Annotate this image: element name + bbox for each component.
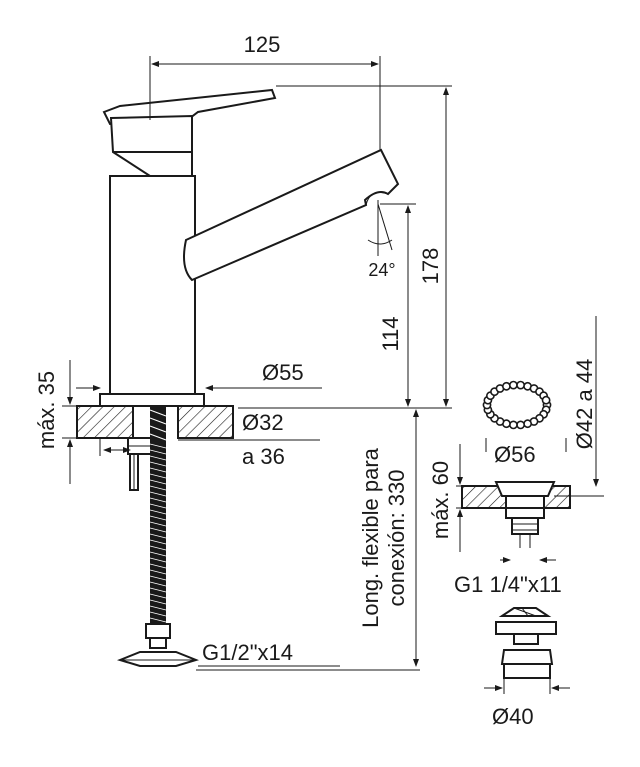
label-diam-55: Ø55 [262, 360, 304, 385]
faucet-body [99, 88, 400, 407]
label-diam-32: Ø32 [242, 410, 284, 435]
label-178: 178 [418, 248, 443, 285]
dimension-max-60: máx. 60 [428, 444, 463, 552]
label-diam-56: Ø56 [494, 442, 536, 467]
dimension-max-35: máx. 35 [34, 360, 101, 484]
dimension-diam-55: Ø55 [205, 360, 322, 391]
spout [183, 148, 400, 282]
dimension-178: 178 [238, 85, 452, 409]
dimension-114: 114 [378, 203, 416, 407]
label-125: 125 [244, 32, 281, 57]
label-g1-14: G1 1/4"x11 [454, 572, 562, 597]
handle-cap [109, 114, 193, 177]
label-114: 114 [378, 316, 403, 351]
faucet-base-rim [99, 393, 205, 407]
drain-strainer [482, 380, 552, 430]
countertop-section [62, 405, 234, 439]
label-hose-line1: Long. flexible para [358, 447, 383, 628]
label-max-60: máx. 60 [428, 461, 453, 539]
dimension-125: 125 [149, 32, 381, 150]
label-hose-line2: conexión: 330 [384, 470, 409, 607]
angle-24: 24° [367, 200, 396, 280]
flexible-hose [116, 406, 200, 667]
faucet-column [109, 175, 196, 395]
dimension-diam-56: Ø56 [485, 438, 567, 467]
dimension-hose-length: Long. flexible para conexión: 330 [196, 409, 420, 671]
label-diam-40: Ø40 [492, 704, 534, 729]
label-diam-32-range: a 36 [242, 444, 285, 469]
dimension-diam-42-44: Ø42 a 44 [554, 316, 604, 497]
dimension-g12: G1/2"x14 [198, 640, 340, 667]
label-diam-42-44: Ø42 a 44 [572, 359, 597, 450]
dimension-diam-32: Ø32 a 36 [99, 410, 320, 469]
drain-countertop-section [461, 481, 571, 548]
dimension-diam-40: Ø40 [484, 678, 570, 729]
label-g12: G1/2"x14 [202, 640, 293, 665]
label-max-35: máx. 35 [34, 371, 59, 449]
label-24: 24° [368, 260, 395, 280]
drain-lower-parts [495, 607, 557, 679]
dimension-g1-14: G1 1/4"x11 [454, 557, 562, 597]
